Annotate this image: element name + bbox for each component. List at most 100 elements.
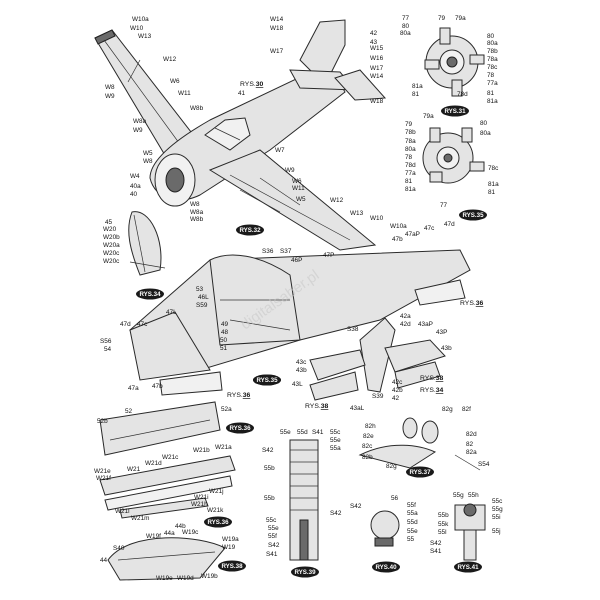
part-label: W21i xyxy=(194,494,209,501)
part-label: W19f xyxy=(146,533,161,540)
figure-reference: RYS.38 xyxy=(305,403,329,410)
part-label: 81 xyxy=(487,90,495,97)
part-label: 55e xyxy=(280,429,291,436)
part-label: 44a xyxy=(164,530,175,537)
part-label: 55j xyxy=(492,528,501,535)
part-label: W21c xyxy=(162,454,179,461)
part-label: S42 xyxy=(268,542,280,549)
part-label: S42 xyxy=(262,447,274,454)
part-label: 46L xyxy=(198,294,209,301)
part-label: 55k xyxy=(438,521,449,528)
part-label: W13 xyxy=(350,210,364,217)
part-label: 43c xyxy=(296,359,307,366)
part-label: 78d xyxy=(457,91,468,98)
part-label: 55b xyxy=(264,465,275,472)
part-label: 43aL xyxy=(350,405,365,412)
parts-38 xyxy=(107,537,226,581)
part-label: 81a xyxy=(488,181,499,188)
part-label: W21d xyxy=(145,460,162,467)
part-label: W19b xyxy=(201,573,218,580)
part-label: 42 xyxy=(392,395,400,402)
part-label: W11 xyxy=(178,90,191,97)
part-label: 40a xyxy=(130,183,141,190)
part-label: W15 xyxy=(370,45,384,52)
part-label: W5 xyxy=(296,196,306,203)
part-label: 47c xyxy=(424,225,435,232)
part-label: 78c xyxy=(488,165,499,172)
part-label: 51 xyxy=(220,345,228,352)
part-label: 81 xyxy=(412,91,420,98)
part-label: 78a xyxy=(487,56,498,63)
part-label: 82c xyxy=(362,443,373,450)
part-label: 55g xyxy=(453,492,464,499)
figure-badge-rys40: RYS.40 xyxy=(372,561,400,573)
engine-cowl-35 xyxy=(422,127,485,184)
part-label: 55a xyxy=(330,445,341,452)
part-label: S42 xyxy=(330,510,342,517)
parts-36 xyxy=(99,401,236,519)
part-label: S41 xyxy=(430,548,442,555)
part-label: 79a xyxy=(423,113,434,120)
svg-text:RYS.31: RYS.31 xyxy=(444,108,466,115)
svg-text:RYS.35: RYS.35 xyxy=(256,377,278,384)
part-label: S56 xyxy=(100,338,112,345)
part-label: W14 xyxy=(270,16,284,23)
part-label: W19e xyxy=(156,575,173,582)
part-label: W21j xyxy=(209,488,224,495)
part-label: 47P xyxy=(323,252,334,259)
part-label: S40 xyxy=(113,545,125,552)
part-label: W21l xyxy=(115,508,130,515)
part-label: S39 xyxy=(372,393,384,400)
part-label: W21e xyxy=(94,468,111,475)
figure-badge-rys35a: RYS.35 xyxy=(459,209,487,221)
part-label: S42 xyxy=(350,503,362,510)
part-label: W9 xyxy=(133,127,143,134)
part-label: 55b xyxy=(438,512,449,519)
part-label: 55i xyxy=(492,514,501,521)
part-label: 82e xyxy=(363,433,374,440)
figure-reference: RYS.34 xyxy=(420,387,444,394)
part-label: 45 xyxy=(105,219,113,226)
part-label: S36 xyxy=(262,248,274,255)
figure-badges: RYS.31RYS.32RYS.33RYS.34RYS.35RYS.35RYS.… xyxy=(136,105,487,578)
figure-reference: RYS.36 xyxy=(227,392,251,399)
part-label: 81 xyxy=(405,178,413,185)
part-label: W4 xyxy=(130,173,140,180)
part-label: W5 xyxy=(143,150,153,157)
part-label: W17 xyxy=(270,48,284,55)
figure-badge-rys38: RYS.38 xyxy=(218,560,246,572)
part-label: 44 xyxy=(100,557,108,564)
part-label: W16 xyxy=(370,55,384,62)
part-label: 82g xyxy=(442,406,453,413)
part-label: 81a xyxy=(487,98,498,105)
part-label: W21h xyxy=(191,501,208,508)
part-label: 82b xyxy=(362,454,373,461)
part-label: 55c xyxy=(266,517,277,524)
part-label: 47a xyxy=(128,385,139,392)
part-label: 43 xyxy=(370,39,378,46)
part-label: 49 xyxy=(221,321,229,328)
figure-badge-rys36b: RYS.36 xyxy=(204,516,232,528)
svg-text:RYS.40: RYS.40 xyxy=(375,564,397,571)
svg-text:RYS.36: RYS.36 xyxy=(229,425,251,432)
engine-cowl-31 xyxy=(424,27,485,97)
part-label: 42c xyxy=(392,379,403,386)
part-label: W8a xyxy=(190,209,204,216)
wing-assembly xyxy=(129,249,471,401)
part-label: W19 xyxy=(222,544,236,551)
wheel-37 xyxy=(358,417,481,471)
part-label: W18 xyxy=(370,98,384,105)
part-label: 77a xyxy=(405,170,416,177)
part-label: 55h xyxy=(468,492,479,499)
part-label: 52a xyxy=(221,406,232,413)
part-label: S42 xyxy=(430,540,442,547)
part-label: 82g xyxy=(386,463,397,470)
